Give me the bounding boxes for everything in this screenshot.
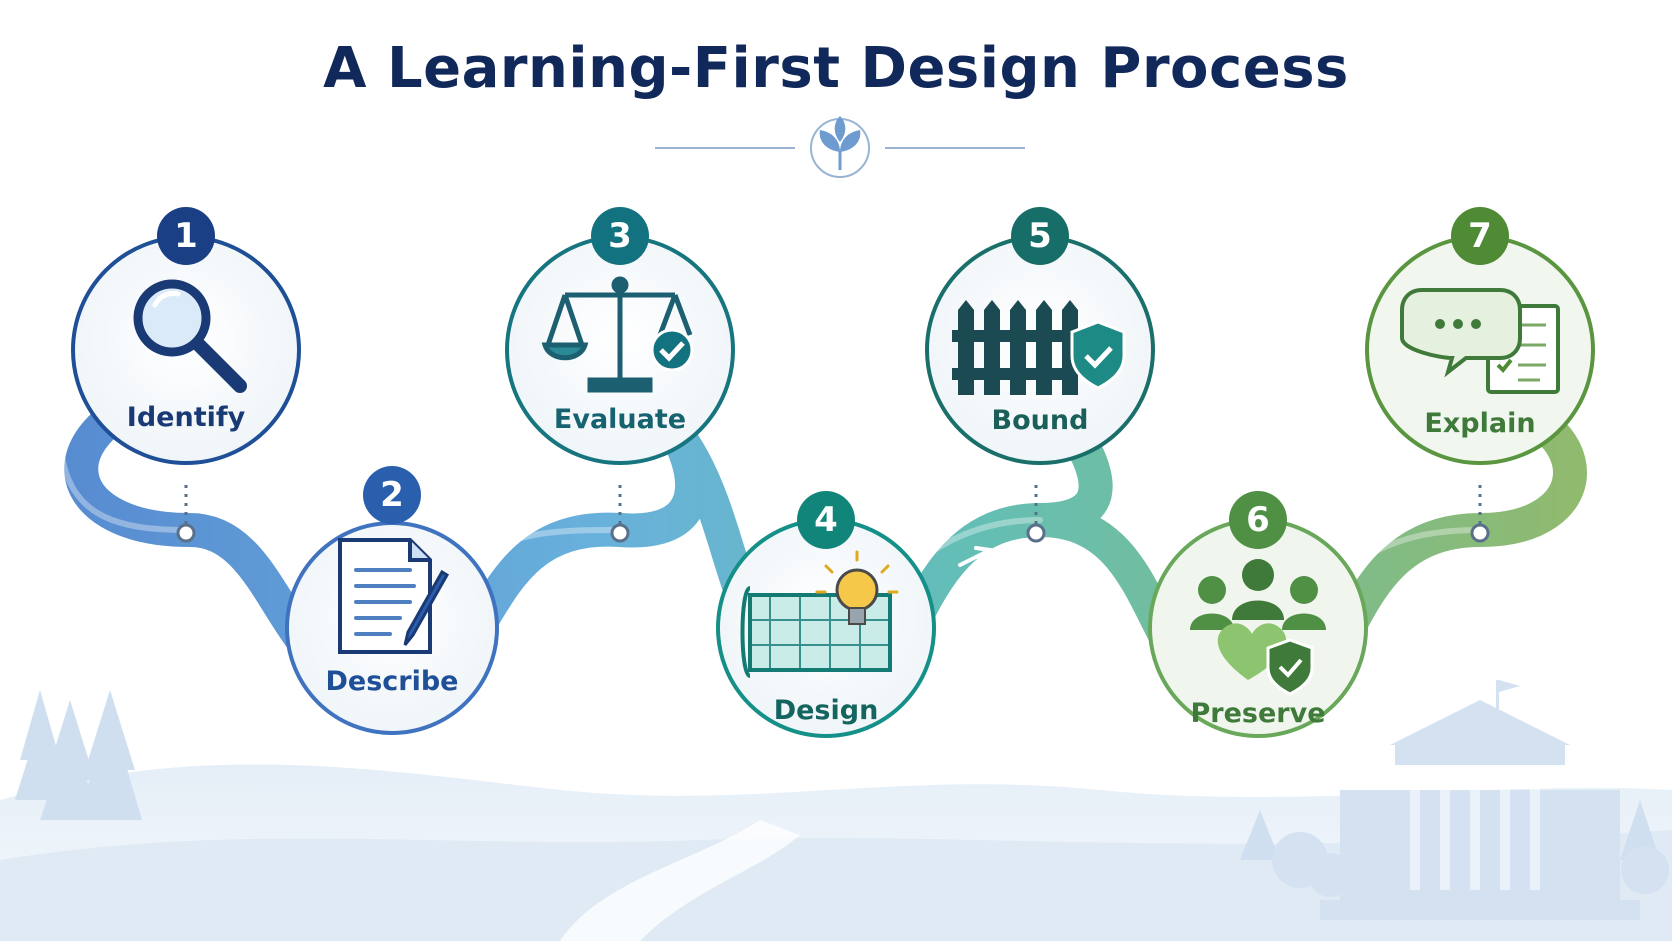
- step-number-7: 7: [1468, 216, 1492, 256]
- step-badge-6: [1229, 491, 1287, 549]
- process-path-highlight: [57, 427, 1483, 563]
- connector-dots: [184, 485, 1482, 525]
- connector-nodes: [176, 523, 1490, 543]
- sprout-icon: [819, 116, 861, 170]
- step-badge-2: [363, 466, 421, 524]
- step-badge-3: [591, 207, 649, 265]
- step-number-3: 3: [608, 216, 632, 256]
- page-title: A Learning-First Design Process: [323, 36, 1349, 101]
- step-number-1: 1: [174, 216, 198, 256]
- step-number-6: 6: [1246, 500, 1270, 540]
- step-label-2: Describe: [325, 666, 459, 697]
- magnifying-glass-icon: [133, 279, 247, 393]
- step-badge-5: [1011, 207, 1069, 265]
- step-label-3: Evaluate: [553, 404, 687, 435]
- building-columns: [1410, 770, 1540, 890]
- step-badge-7: [1451, 207, 1509, 265]
- step-label-4: Design: [773, 695, 879, 726]
- step-label-5: Bound: [991, 405, 1089, 436]
- step-label-7: Explain: [1424, 408, 1536, 439]
- arrow-icon: [668, 536, 1577, 582]
- document-pencil-icon: [338, 538, 450, 654]
- step-number-5: 5: [1028, 216, 1052, 256]
- step-badge-1: [157, 207, 215, 265]
- step-label-6: Preserve: [1190, 698, 1326, 729]
- step-badge-4: [797, 491, 855, 549]
- fence-shield-icon: [952, 300, 1126, 395]
- balance-scale-check-icon: [541, 276, 694, 393]
- people-heart-shield-icon: [1190, 559, 1326, 696]
- step-label-1: Identify: [126, 402, 246, 433]
- blueprint-lightbulb-icon: [740, 550, 899, 678]
- step-number-4: 4: [814, 500, 838, 540]
- speech-bubble-checklist-icon: [1400, 288, 1560, 394]
- step-number-2: 2: [380, 475, 404, 515]
- tree-icon: [15, 690, 1660, 860]
